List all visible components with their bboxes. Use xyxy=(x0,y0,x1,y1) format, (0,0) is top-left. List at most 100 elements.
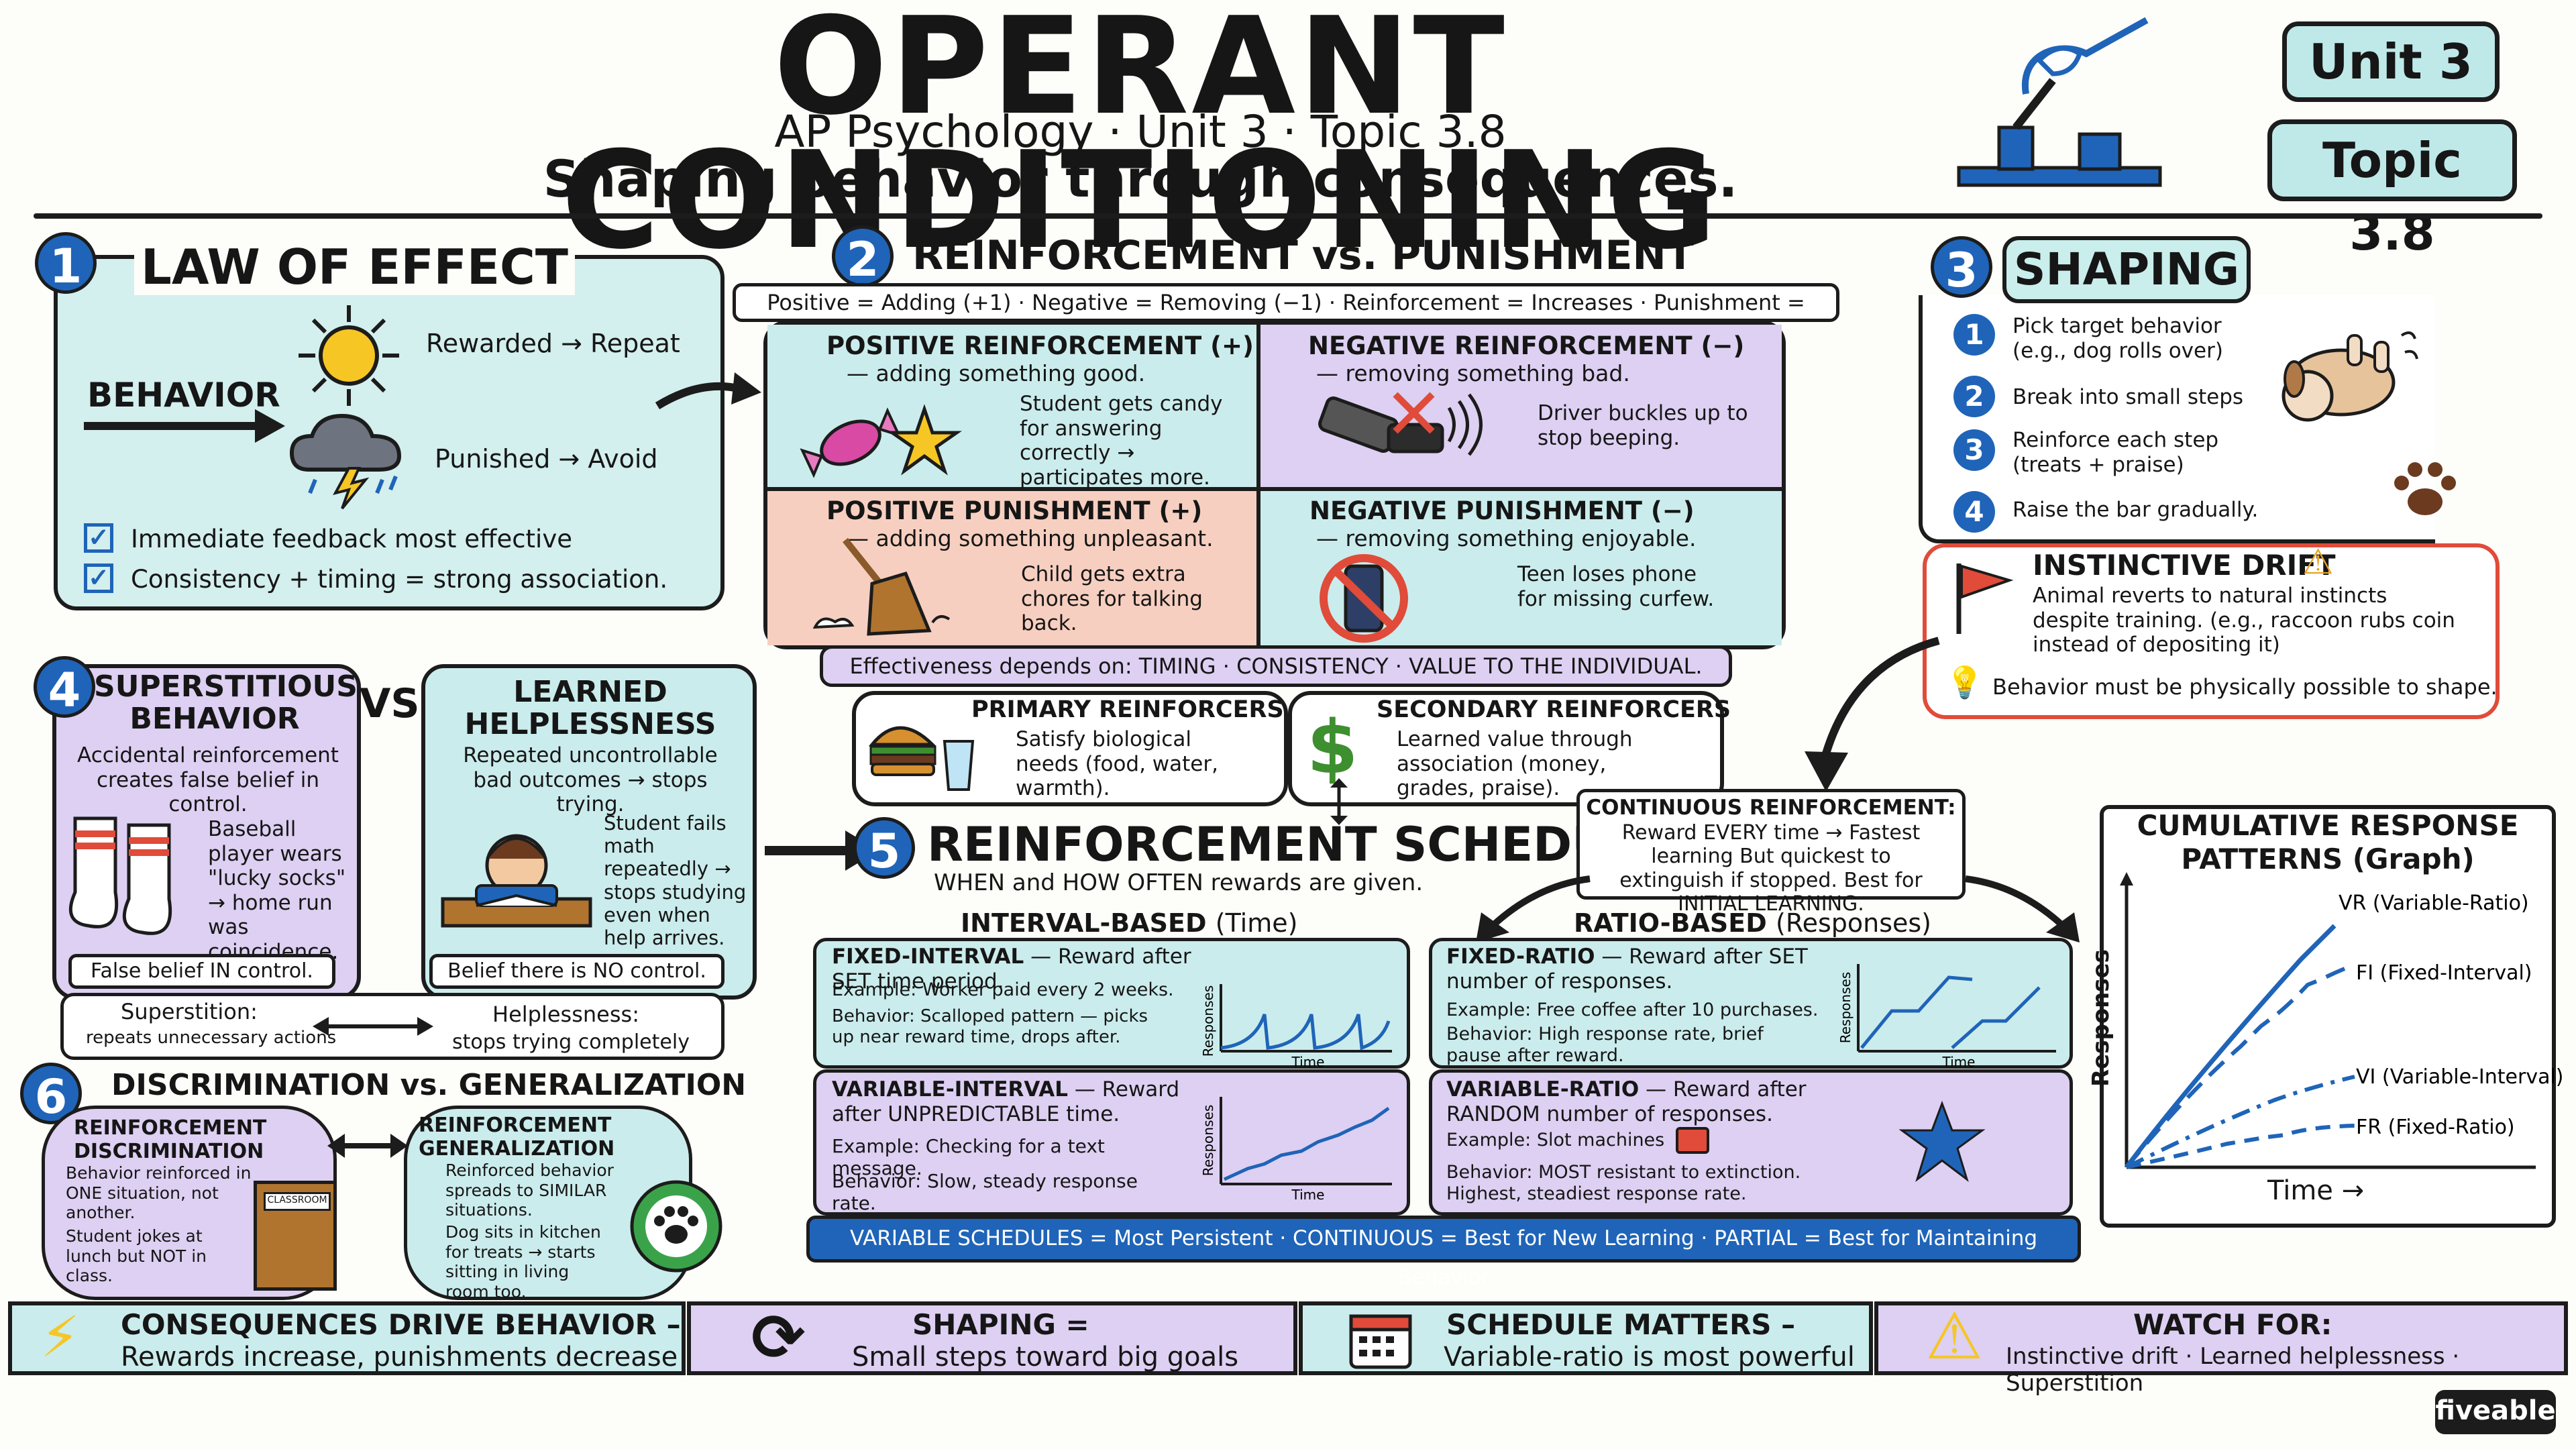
footer-b1-text: Rewards increase, punishments decrease xyxy=(121,1342,678,1373)
storm-cloud-icon xyxy=(289,413,402,510)
dollar-icon: $ xyxy=(1307,704,1358,790)
series-label-fi: FI (Fixed-Interval) xyxy=(2356,961,2532,985)
lever-press-icon xyxy=(1957,17,2162,187)
interval-heading-sub: (Time) xyxy=(1215,908,1298,938)
vi-mini-xlabel: Time xyxy=(1291,1187,1325,1203)
page-subtitle: AP Psychology · Unit 3 · Topic 3.8 xyxy=(774,106,1507,158)
vr-desc: — Reward after RANDOM number of response… xyxy=(1446,1077,1807,1126)
punished-text: Punished → Avoid xyxy=(435,444,658,474)
secondary-reinforcers-panel xyxy=(1288,691,1724,806)
discrimination-title: DISCRIMINATION vs. GENERALIZATION xyxy=(111,1068,747,1102)
warning-icon: ⚠ xyxy=(1925,1299,1984,1374)
sun-icon xyxy=(299,305,399,406)
vi-title: VARIABLE-INTERVAL xyxy=(832,1077,1069,1102)
footer-banner-shaping xyxy=(687,1301,1297,1375)
no-phone-icon xyxy=(1320,554,1408,643)
reinforcement-legend: Positive = Adding (+1) · Negative = Remo… xyxy=(733,283,1839,347)
fixed-ratio-card xyxy=(1429,938,2073,1069)
negative-punishment-subtitle: — removing something enjoyable. xyxy=(1316,525,1697,551)
negative-reinforcement-example: Driver buckles up to stop beeping. xyxy=(1538,401,1748,450)
fr-example: Example: Free coffee after 10 purchases. xyxy=(1446,1000,1819,1020)
behavior-label: BEHAVIOR xyxy=(87,376,280,415)
fi-mini-graph: Responses Time xyxy=(1200,984,1392,1070)
section-number-2: 2 xyxy=(832,225,894,287)
vr-example: Example: Slot machines xyxy=(1446,1130,1665,1150)
fixed-interval-card xyxy=(813,938,1410,1069)
lucky-socks-icon xyxy=(68,816,172,935)
discrimination-heading: REINFORCEMENT DISCRIMINATION xyxy=(74,1116,267,1163)
curved-arrow-icon xyxy=(1805,637,1940,792)
compare-left-text: repeats unnecessary actions xyxy=(86,1028,337,1048)
fr-title: FIXED-RATIO xyxy=(1446,945,1595,969)
discrimination-text: Behavior reinforced in ONE situation, no… xyxy=(66,1163,252,1222)
footer-b4-title: WATCH FOR: xyxy=(2133,1308,2332,1341)
superstition-example: Baseball player wears "lucky socks" → ho… xyxy=(208,817,346,964)
positive-punishment-example: Child gets extra chores for talking back… xyxy=(1021,562,1203,636)
topic-tag: Topic 3.8 xyxy=(2267,119,2517,261)
instinctive-drift-title: INSTINCTIVE DRIFT xyxy=(2033,549,2336,582)
cumulative-ylabel: Responses xyxy=(2088,949,2114,1087)
fr-mini-xlabel: Time xyxy=(1942,1054,1976,1070)
section-number-5: 5 xyxy=(853,817,915,879)
shaping-step-2: Break into small steps xyxy=(2012,385,2244,409)
double-arrow-icon xyxy=(1330,778,1348,825)
shaping-title: SHAPING xyxy=(2002,236,2251,303)
fr-desc: — Reward after SET number of responses. xyxy=(1446,945,1808,994)
grid-divider xyxy=(767,487,1782,491)
learned-helplessness-title: LEARNED HELPLESSNESS xyxy=(464,675,716,742)
slot-machine-icon xyxy=(1676,1127,1709,1154)
cumulative-graph: VR (Variable-Ratio) FI (Fixed-Interval) … xyxy=(2120,872,2564,1169)
reinforcement-title: REINFORCEMENT vs. PUNISHMENT xyxy=(912,232,1694,279)
footer-b3-text: Variable-ratio is most powerful xyxy=(1444,1342,1855,1373)
header-divider xyxy=(34,213,2542,219)
law-of-effect-title: LAW OF EFFECT xyxy=(134,239,575,295)
continuous-text: Reward EVERY time → Fastest learning But… xyxy=(1619,821,1923,916)
instinctive-drift-text: Animal reverts to natural instincts desp… xyxy=(2033,584,2455,657)
series-label-fr: FR (Fixed-Ratio) xyxy=(2356,1116,2515,1139)
positive-punishment-subtitle: — adding something unpleasant. xyxy=(847,525,1214,551)
negative-punishment-title: NEGATIVE PUNISHMENT (−) xyxy=(1309,496,1695,525)
vr-title: VARIABLE-RATIO xyxy=(1446,1077,1640,1102)
learned-helplessness-text: Repeated uncontrollable bad outcomes → s… xyxy=(463,743,718,817)
vr-heading: VARIABLE-RATIO — Reward after RANDOM num… xyxy=(1446,1077,1876,1126)
vi-mini-ylabel: Responses xyxy=(1200,1105,1216,1176)
vi-desc: — Reward after UNPREDICTABLE time. xyxy=(832,1077,1180,1126)
continuous-title: CONTINUOUS REINFORCEMENT: xyxy=(1586,796,1956,820)
paw-print-icon xyxy=(2394,462,2456,515)
brand-logo: fiveable xyxy=(2435,1390,2556,1434)
check-item-1: Immediate feedback most effective xyxy=(131,525,572,553)
page-title: OPERANT CONDITIONING xyxy=(561,0,1720,279)
footer-b1-title: CONSEQUENCES DRIVE BEHAVIOR – xyxy=(121,1308,681,1341)
positive-punishment-title: POSITIVE PUNISHMENT (+) xyxy=(826,496,1203,525)
lightning-icon: ⚡ xyxy=(40,1304,80,1370)
discrimination-example: Student jokes at lunch but NOT in class. xyxy=(66,1226,207,1285)
footer-b2-text: Small steps toward big goals xyxy=(852,1342,1239,1373)
superstition-footer: False belief IN control. xyxy=(68,954,335,989)
fr-mini-graph: Responses Time xyxy=(1837,964,2056,1070)
fi-title: FIXED-INTERVAL xyxy=(832,945,1024,969)
fi-desc: — Reward after SET time period. xyxy=(832,945,1191,994)
secondary-reinforcers-title: SECONDARY REINFORCERS xyxy=(1377,696,1731,723)
step-number: 2 xyxy=(1953,376,1995,417)
checkbox-icon: ✓ xyxy=(84,523,113,553)
footer-b3-title: SCHEDULE MATTERS – xyxy=(1446,1308,1796,1341)
step-number: 4 xyxy=(1953,491,1995,533)
continuous-reinforcement-panel xyxy=(1576,789,1966,900)
footer-b2-title: SHAPING = xyxy=(912,1308,1089,1341)
arrow-right-icon xyxy=(84,409,285,443)
footer-b4-text: Instinctive drift · Learned helplessness… xyxy=(2006,1343,2460,1397)
section-number-4: 4 xyxy=(34,656,95,718)
dog-rolling-icon xyxy=(2282,331,2418,422)
star-icon xyxy=(1898,1100,1986,1182)
lightbulb-icon: 💡 xyxy=(1945,664,1984,700)
arrow-down-right-icon xyxy=(1965,875,2080,943)
compare-right-text: stops trying completely xyxy=(452,1030,690,1054)
arrow-right-icon xyxy=(655,372,761,410)
step-number: 1 xyxy=(1953,314,1995,356)
schedules-subtitle: WHEN and HOW OFTEN rewards are given. xyxy=(934,869,1424,896)
sad-student-icon xyxy=(441,834,592,928)
red-flag-icon xyxy=(1956,564,2014,634)
series-label-vi: VI (Variable-Interval) xyxy=(2356,1065,2564,1089)
page-tagline: Shaping behavior through consequences. xyxy=(543,149,1738,209)
unit-tag: Unit 3 xyxy=(2282,21,2500,102)
